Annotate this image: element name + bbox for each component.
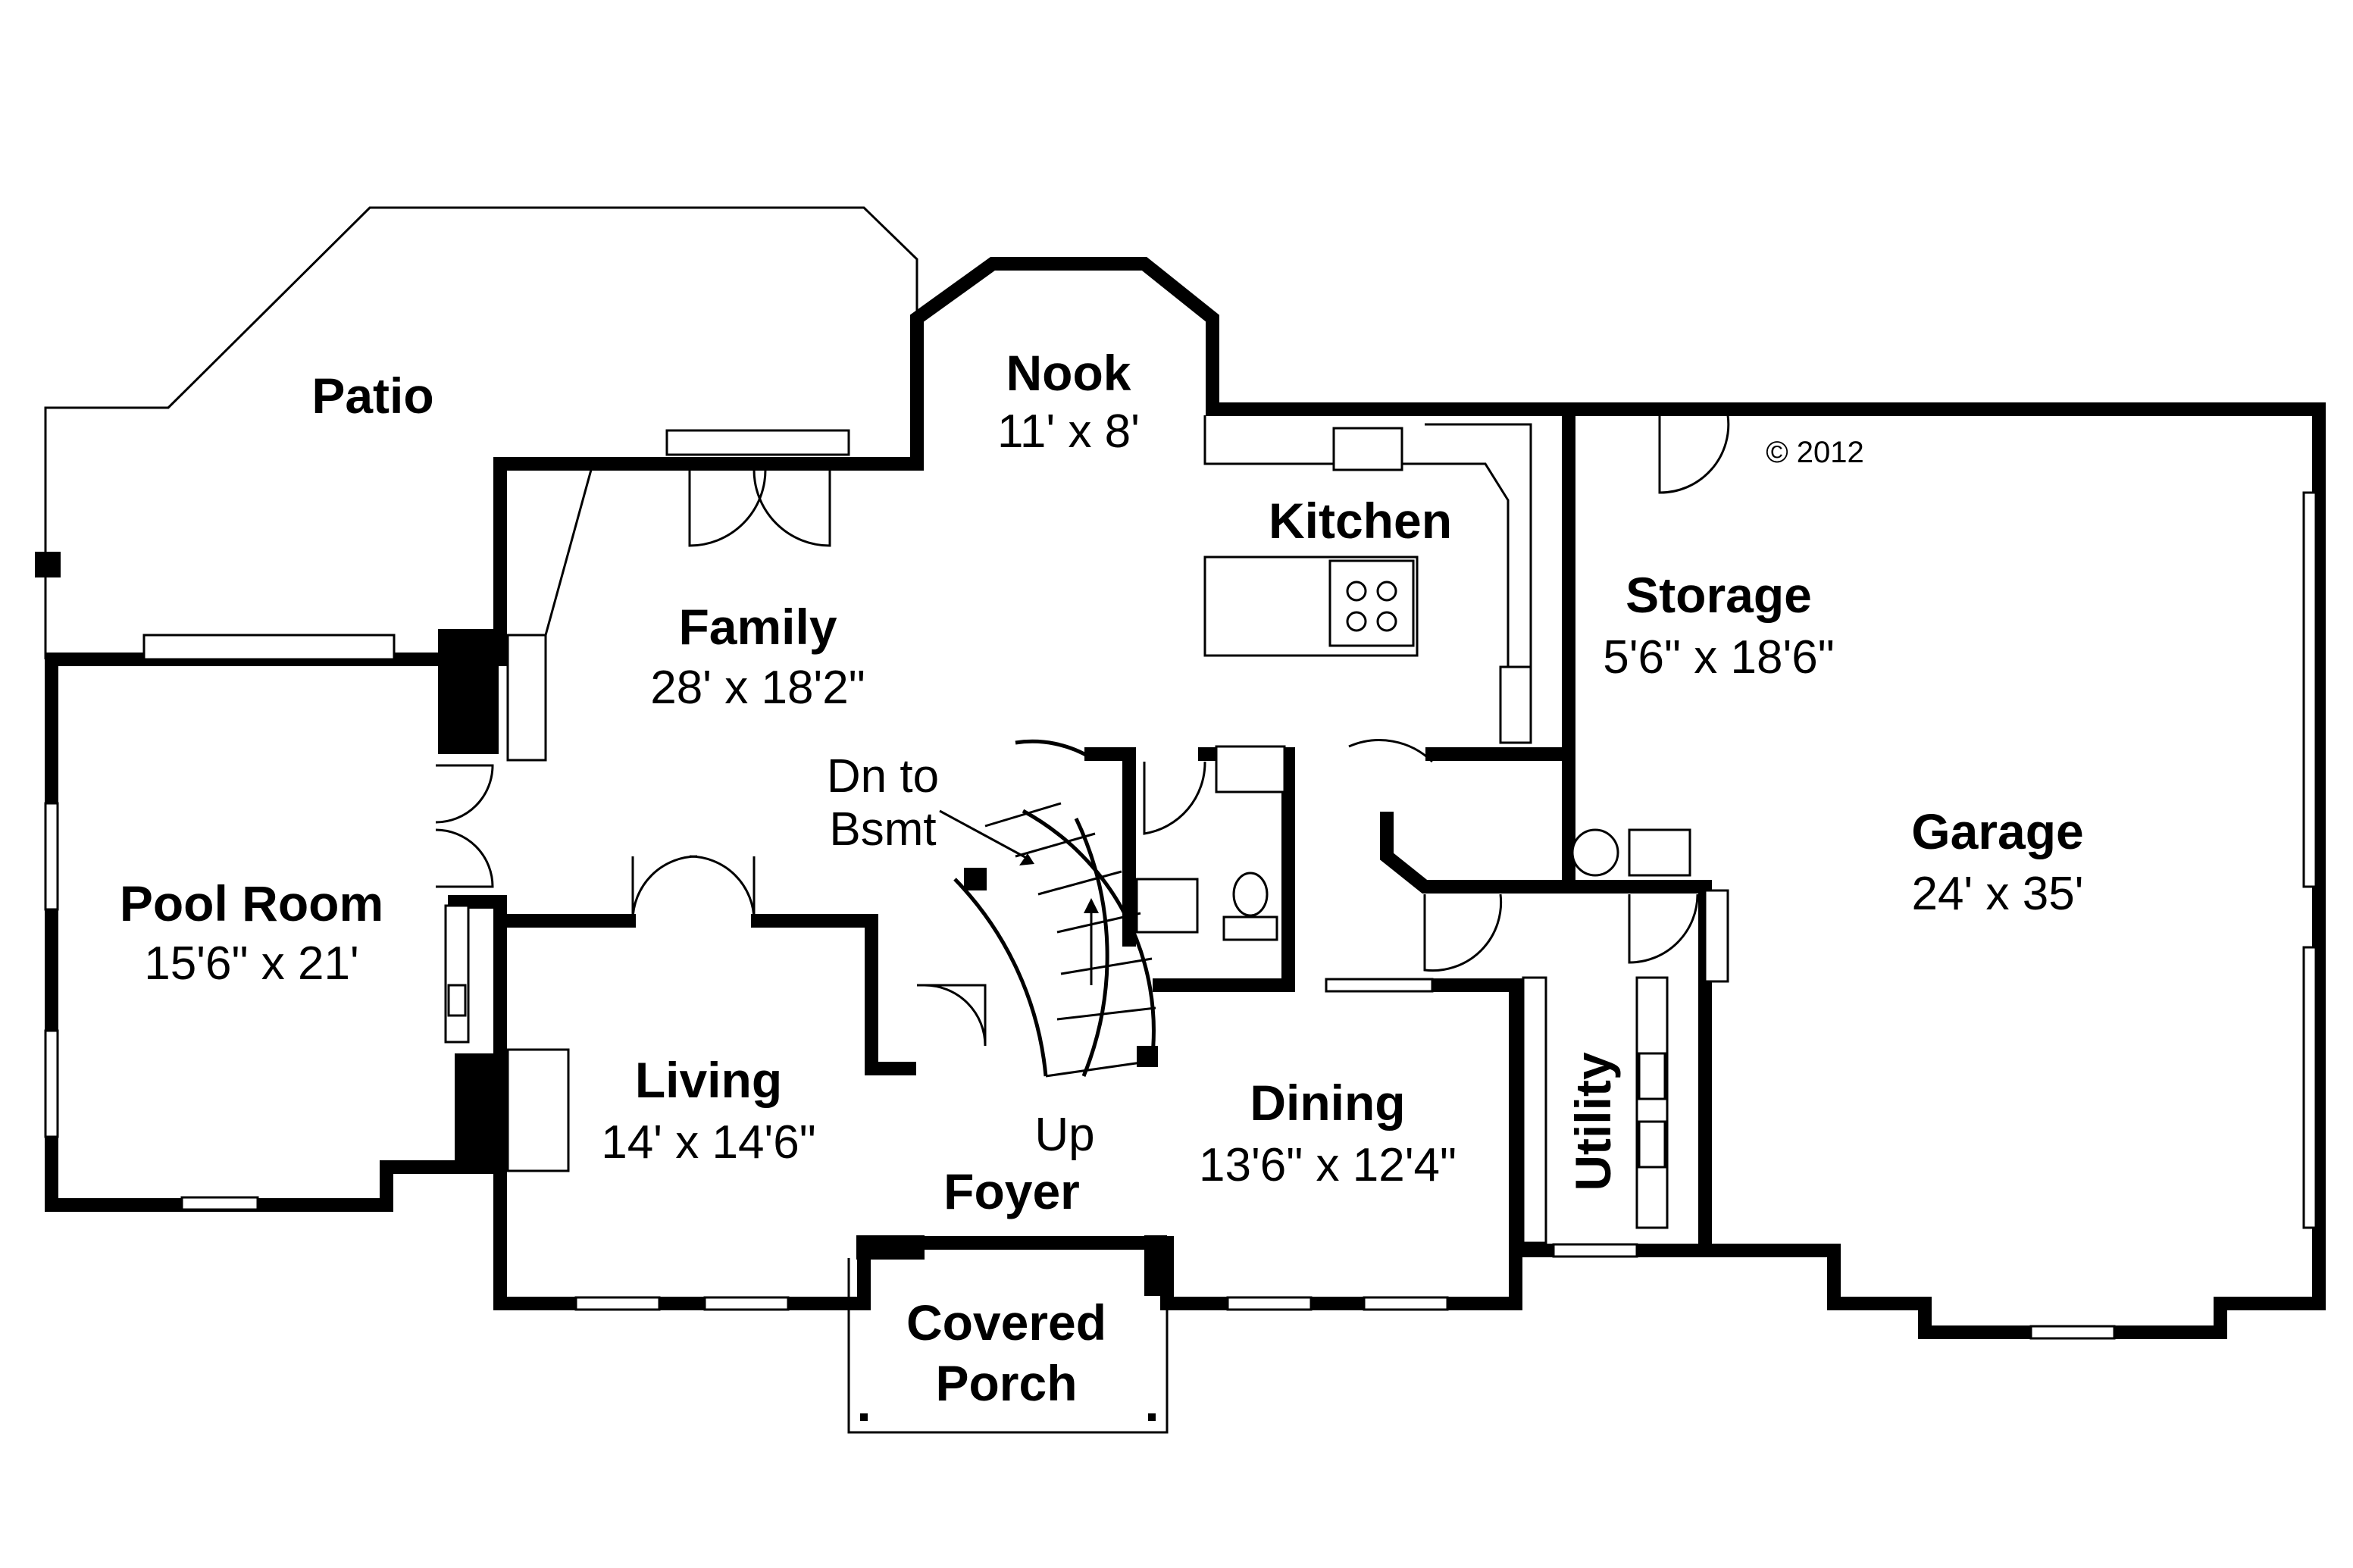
storage-dims: 5'6" x 18'6"	[1603, 631, 1835, 684]
utility-label: Utility	[1565, 1052, 1621, 1191]
patio-label: Patio	[311, 368, 433, 424]
covered-porch-label-line2: Porch	[935, 1355, 1077, 1411]
hearths	[506, 469, 593, 1172]
covered-porch-outline	[847, 1258, 1169, 1434]
family-label: Family	[678, 599, 837, 655]
dn-to-bsmt-line2: Bsmt	[829, 803, 936, 856]
garage-dims: 24' x 35'	[1911, 868, 2083, 920]
copyright-notice: © 2012	[1766, 436, 1864, 469]
dn-to-bsmt-line1: Dn to	[827, 750, 939, 803]
exterior-walls	[45, 257, 2326, 1339]
wet-bar	[444, 904, 470, 1044]
kitchen-fixtures	[1203, 415, 1532, 744]
storage-label: Storage	[1626, 567, 1812, 623]
kitchen-label: Kitchen	[1269, 493, 1452, 549]
pool-room-dims: 15'6" x 21'	[144, 937, 359, 990]
room-labels: Patio Nook 11' x 8' Kitchen Family 28' x…	[120, 345, 2084, 1411]
doors	[435, 415, 1730, 1047]
windows	[44, 429, 2317, 1340]
utility-fixtures	[1522, 828, 1729, 1244]
pool-room-label: Pool Room	[120, 875, 383, 931]
living-dims: 14' x 14'6"	[601, 1116, 816, 1169]
dining-label: Dining	[1250, 1075, 1405, 1131]
nook-label: Nook	[1006, 345, 1131, 401]
covered-porch-label-line1: Covered	[906, 1294, 1106, 1350]
garage-label: Garage	[1911, 803, 2083, 859]
nook-dims: 11' x 8'	[997, 405, 1140, 458]
living-label: Living	[635, 1052, 782, 1108]
foyer-label: Foyer	[943, 1163, 1080, 1219]
dining-dims: 13'6" x 12'4"	[1199, 1139, 1457, 1191]
up-label: Up	[1034, 1109, 1094, 1161]
family-dims: 28' x 18'2"	[650, 662, 865, 714]
curved-staircase	[939, 739, 1158, 1078]
patio-outline	[35, 206, 918, 659]
powder-fixtures	[1135, 745, 1286, 941]
